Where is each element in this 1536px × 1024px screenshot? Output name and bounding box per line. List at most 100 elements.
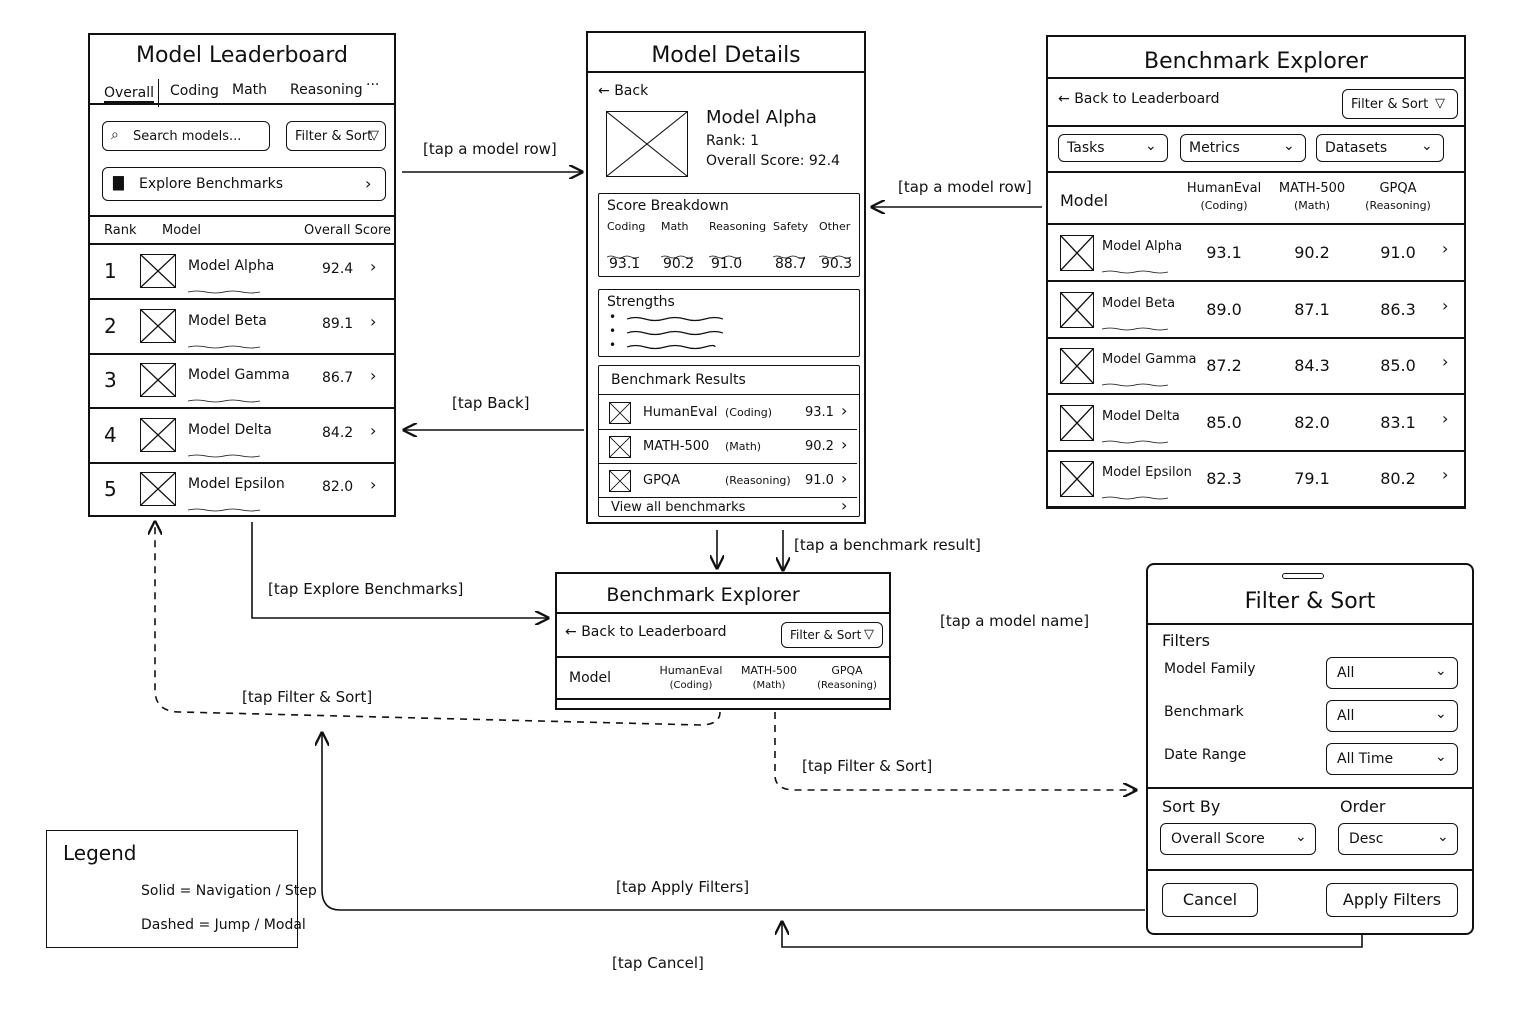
filter-icon: ▽	[864, 627, 874, 642]
score-cell: 82.0	[322, 479, 354, 495]
explorer-small-screen: Benchmark Explorer ← Back to Leaderboard…	[555, 572, 891, 710]
benchmark-icon	[609, 470, 631, 492]
filter-field-select[interactable]: All⌄	[1326, 657, 1458, 689]
back-to-leaderboard-link[interactable]: ← Back to Leaderboard	[1058, 91, 1220, 107]
sort-by-value: Overall Score	[1171, 831, 1265, 847]
label-tap-model-row-2: [tap a model row]	[898, 178, 1032, 196]
back-button[interactable]: ← Back	[598, 83, 649, 99]
label-tap-filter-sort-1: [tap Filter & Sort]	[242, 688, 373, 706]
chevron-right-icon: ›	[370, 366, 377, 385]
rank-cell: 3	[104, 368, 117, 392]
rank-cell: 5	[104, 477, 117, 501]
bar-chart-icon: ▇	[113, 175, 124, 191]
divider	[599, 429, 857, 430]
filter-sort-button[interactable]: Filter & Sort ▽	[781, 622, 883, 648]
filter-sort-button[interactable]: Filter & Sort ▽	[286, 121, 386, 151]
divider	[1048, 506, 1464, 508]
filter-icon: ▽	[369, 128, 379, 143]
breakdown-value: 90.3	[821, 256, 853, 272]
model-image-placeholder	[1060, 404, 1094, 441]
label-tap-model-name: [tap a model name]	[940, 612, 1090, 630]
score-cell: 85.0	[1380, 356, 1416, 375]
filter-dropdown[interactable]: Tasks⌄	[1058, 134, 1168, 162]
arrow-explore-benchmarks	[251, 522, 548, 618]
model-image-placeholder	[1060, 235, 1094, 271]
benchmark-result-row[interactable]: MATH-500(Math)90.2›	[599, 430, 857, 464]
divider	[1048, 393, 1464, 395]
filter-field-select[interactable]: All Time⌄	[1326, 743, 1458, 775]
leaderboard-screen: Model Leaderboard Overall Coding Math Re…	[88, 33, 396, 517]
legend-dashed-label: Dashed = Jump / Modal	[141, 917, 306, 933]
model-name-cell: Model Alpha	[188, 258, 275, 274]
order-value: Desc	[1349, 831, 1384, 847]
benchmark-result-row[interactable]: GPQA(Reasoning)91.0›	[599, 464, 857, 498]
model-image-placeholder	[606, 111, 688, 177]
order-select[interactable]: Desc ⌄	[1338, 823, 1458, 855]
tab-math[interactable]: Math	[232, 82, 268, 98]
benchmark-score: 90.2	[805, 439, 834, 454]
details-title: Model Details	[651, 43, 801, 68]
divider	[588, 71, 864, 73]
filter-dropdown[interactable]: Metrics⌄	[1180, 134, 1306, 162]
col-subheader: (Math)	[752, 680, 786, 691]
col-subheader: (Coding)	[669, 680, 713, 691]
rank-cell: 4	[104, 422, 117, 447]
score-cell: 87.2	[1206, 356, 1242, 375]
benchmark-result-row[interactable]: HumanEval(Coding)93.1›	[599, 396, 857, 430]
benchmark-category: (Coding)	[725, 406, 772, 419]
model-name-cell: Model Alpha	[1102, 239, 1183, 254]
filter-field-select[interactable]: All⌄	[1326, 700, 1458, 732]
underline-scribble	[606, 244, 640, 259]
tab-coding[interactable]: Coding	[170, 83, 219, 99]
tab-reasoning[interactable]: Reasoning	[290, 82, 363, 98]
underline-scribble	[772, 244, 806, 259]
rank-cell: 2	[104, 313, 117, 338]
model-image-placeholder	[140, 308, 176, 343]
explorer-title: Benchmark Explorer	[1144, 49, 1368, 74]
explore-label: Explore Benchmarks	[139, 176, 284, 192]
label-tap-back: [tap Back]	[452, 394, 530, 412]
divider	[1048, 125, 1464, 127]
col-header: MATH-500	[1278, 181, 1346, 196]
cancel-button[interactable]: Cancel	[1162, 883, 1258, 917]
search-placeholder: Search models...	[133, 129, 242, 144]
chevron-right-icon: ›	[365, 174, 372, 193]
underline-scribble	[1101, 485, 1169, 500]
back-to-leaderboard-link[interactable]: ← Back to Leaderboard	[565, 624, 727, 640]
filter-dropdown[interactable]: Datasets⌄	[1316, 134, 1444, 162]
underline-scribble	[1101, 316, 1169, 330]
tab-more[interactable]: ···	[366, 77, 380, 93]
col-subheader: (Coding)	[1200, 199, 1248, 212]
explorer-small-title: Benchmark Explorer	[606, 584, 800, 606]
view-all-benchmarks-link[interactable]: View all benchmarks	[611, 500, 746, 515]
search-input[interactable]: ⌕ Search models...	[102, 121, 270, 151]
divider	[1048, 171, 1464, 173]
chevron-down-icon: ⌄	[1435, 663, 1447, 679]
score-cell: 86.3	[1380, 299, 1416, 319]
filter-sort-button[interactable]: Filter & Sort ▽	[1342, 89, 1458, 119]
back-label: Back to Leaderboard	[581, 624, 727, 640]
divider	[1148, 623, 1472, 625]
col-subheader: (Reasoning)	[1365, 199, 1431, 212]
divider	[1048, 77, 1464, 79]
breakdown-value: 93.1	[609, 256, 641, 272]
apply-filters-button[interactable]: Apply Filters	[1326, 883, 1458, 917]
drag-handle[interactable]	[1282, 573, 1324, 579]
tab-overall[interactable]: Overall	[104, 85, 155, 103]
legend-box: Legend Solid = Navigation / Step Dashed …	[46, 830, 317, 948]
underline-scribble	[187, 388, 261, 403]
explore-benchmarks-button[interactable]: ▇ Explore Benchmarks ›	[102, 167, 386, 201]
sort-by-select[interactable]: Overall Score ⌄	[1160, 823, 1316, 855]
model-name-cell: Model Epsilon	[188, 476, 285, 492]
